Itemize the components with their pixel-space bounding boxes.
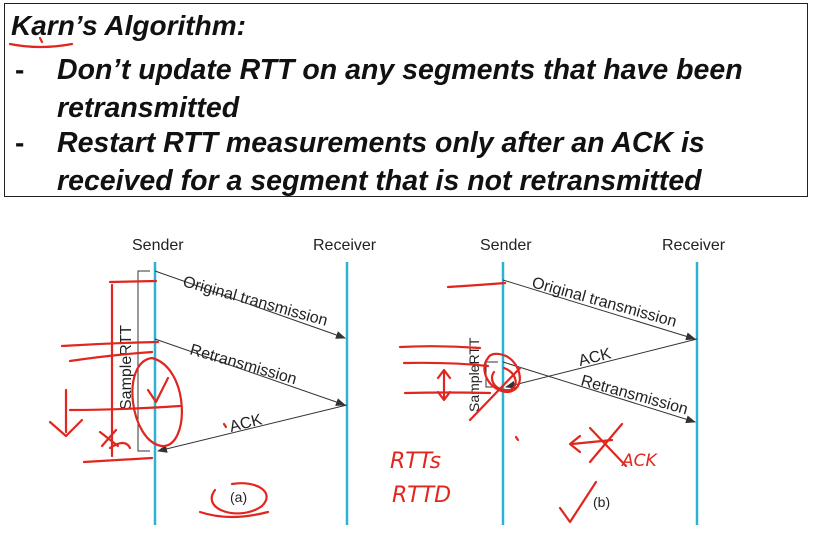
retransmission-label-b: Retransmission: [579, 372, 690, 418]
retransmission-arrow-a: [154, 338, 346, 406]
ink-circle-a: [131, 356, 183, 448]
ink-line-a1: [108, 279, 158, 284]
caption-a: (a): [230, 489, 247, 505]
receiver-label-a: Receiver: [313, 237, 377, 254]
ink-circle-b2: [490, 366, 517, 392]
retransmission-label-a: Retransmission: [188, 342, 299, 389]
ink-circle-b1: [483, 352, 521, 394]
receiver-label-b: Receiver: [662, 237, 726, 254]
ink-line-a4: [82, 456, 154, 464]
ink-rttd: RTTD: [392, 483, 451, 508]
sender-label-a: Sender: [132, 237, 184, 254]
original-label-a: Original transmission: [181, 273, 330, 329]
bullet-dash-1: -: [15, 54, 25, 85]
caption-b: (b): [593, 494, 610, 510]
ink-updown-b: [436, 368, 452, 402]
ink-line-b4: [403, 391, 492, 395]
original-arrow-b: [502, 279, 696, 341]
ink-slash-b: [468, 366, 522, 422]
ink-dot-b: [514, 435, 520, 442]
ink-rtts: RTTs: [390, 449, 441, 474]
ink-line-b3: [402, 361, 490, 368]
ink-line-b2: [398, 345, 482, 350]
ink-line-a5: [68, 404, 182, 412]
ink-check-b: [558, 480, 598, 524]
ink-check-a: [146, 376, 170, 404]
ink-annotations: ACK RTTs RTTD: [8, 36, 658, 524]
bullet-dash-2: -: [15, 127, 25, 158]
diagram-a: Sender Receiver Original transmission Re…: [118, 237, 377, 525]
definition-box: Karn’s Algorithm: - Don’t update RTT on …: [4, 3, 808, 197]
ack-label-a: ACK: [228, 411, 264, 436]
sender-label-b: Sender: [480, 237, 532, 254]
ink-down-arrow-a: [48, 388, 84, 438]
slide-title: Karn’s Algorithm:: [11, 10, 246, 41]
ink-dot-a: [222, 422, 228, 429]
ack-label-b: ACK: [577, 345, 613, 370]
title-underline: [8, 42, 74, 49]
ink-hook-a: [108, 441, 132, 450]
ink-ack-text: ACK: [621, 451, 658, 471]
original-arrow-a: [154, 270, 346, 339]
title-tick: [38, 36, 44, 44]
original-label-b: Original transmission: [530, 274, 679, 330]
sample-rtt-label-a: SampleRTT: [118, 325, 135, 410]
bullet-2-line-1: Restart RTT measurements only after an A…: [57, 127, 705, 159]
bullet-1-line-2: retransmitted: [57, 92, 240, 124]
ink-line-a3: [68, 350, 154, 363]
bullet-1-line-1: Don’t update RTT on any segments that ha…: [57, 54, 743, 86]
ink-underline-caption-a: [198, 510, 270, 519]
ink-line-b1: [446, 281, 507, 289]
ack-arrow-b: [505, 338, 698, 389]
ink-arrow-b: [568, 434, 614, 454]
ink-line-a2: [60, 340, 160, 348]
sample-bracket-a: [137, 270, 150, 452]
bullet-2-line-2: received for a segment that is not retra…: [57, 165, 702, 197]
ink-cross-a: [98, 428, 120, 448]
retransmission-arrow-b: [502, 361, 696, 424]
ink-cross-b: [588, 422, 628, 468]
ink-circle-caption-a: [210, 482, 268, 515]
ack-arrow-a: [157, 404, 348, 453]
